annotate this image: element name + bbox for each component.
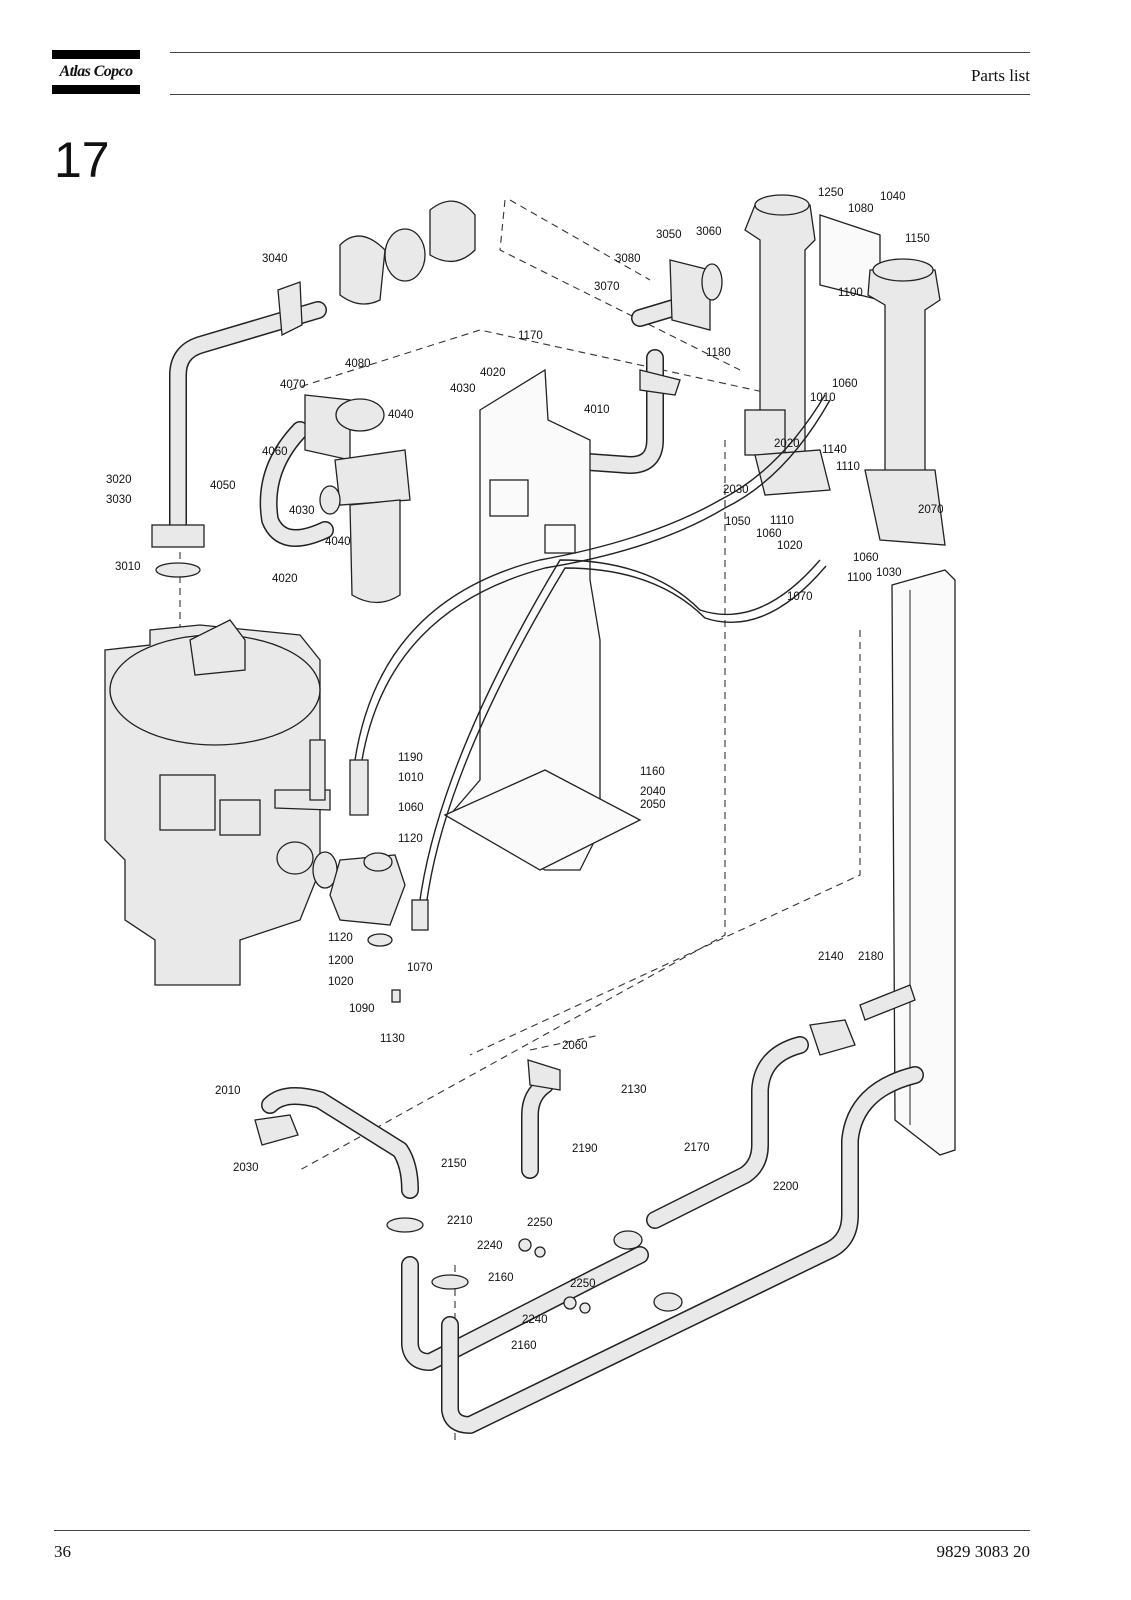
callout-1010-lower: 1010: [398, 772, 424, 784]
callout-1100: 1100: [838, 287, 863, 299]
pipe-4010: [551, 349, 681, 474]
callout-4070: 4070: [280, 379, 306, 391]
callout-2050: 2050: [640, 799, 666, 811]
callout-4080: 4080: [345, 358, 371, 370]
callout-1020-lower: 1020: [328, 976, 354, 988]
callout-2200: 2200: [773, 1181, 799, 1193]
document-number: 9829 3083 20: [936, 1542, 1031, 1561]
atlas-copco-logo: Atlas Copco: [52, 50, 140, 94]
section-number: 17: [54, 132, 110, 188]
callout-2250-lower: 2250: [570, 1278, 596, 1290]
callout-1120-lower: 1120: [328, 932, 353, 944]
callout-1060-right: 1060: [853, 552, 879, 564]
callout-3040: 3040: [262, 253, 288, 265]
header-rule-bottom: [170, 94, 1030, 95]
callout-1110: 1110: [836, 461, 860, 473]
manifold-1180: [744, 194, 831, 496]
callout-2060: 2060: [562, 1040, 588, 1052]
callout-2010: 2010: [215, 1085, 241, 1097]
callout-1020: 1020: [777, 540, 803, 552]
lower-piping: [254, 984, 924, 1434]
callout-1120: 1120: [398, 833, 423, 845]
header-title: Parts list: [970, 66, 1030, 85]
callout-2040: 2040: [640, 786, 666, 798]
callout-4030: 4030: [450, 383, 476, 395]
callout-2030: 2030: [723, 484, 749, 496]
callout-2070: 2070: [918, 504, 944, 516]
callout-4030-lower: 4030: [289, 505, 315, 517]
callout-3060: 3060: [696, 226, 722, 238]
outlet-pipe-3050: [631, 259, 723, 331]
footer-rule: [54, 1530, 1030, 1531]
callout-2130: 2130: [621, 1084, 647, 1096]
hose-lines: [354, 394, 831, 901]
logo-text: Atlas Copco: [59, 63, 134, 80]
callout-1160: 1160: [640, 766, 665, 778]
callout-3050: 3050: [656, 229, 682, 241]
filter-assembly: [259, 394, 411, 604]
callout-2210: 2210: [447, 1215, 473, 1227]
callout-2160-lower: 2160: [511, 1340, 537, 1352]
callout-labels: 1250 1080 1040 1150 3050 3060 3080 3070 …: [106, 187, 944, 1352]
logo-bottom-bar: [52, 85, 140, 94]
callout-1090: 1090: [349, 1003, 375, 1015]
callout-1070: 1070: [787, 591, 813, 603]
callout-2190: 2190: [572, 1143, 598, 1155]
frame-rail: [891, 569, 956, 1156]
callout-1040: 1040: [880, 191, 906, 203]
callout-1060-lower: 1060: [756, 528, 782, 540]
callout-2030-lower: 2030: [233, 1162, 259, 1174]
header-rule-top: [170, 52, 1030, 53]
callout-1010: 1010: [810, 392, 836, 404]
logo-top-bar: [52, 50, 140, 59]
callout-2140: 2140: [818, 951, 844, 963]
callout-1180: 1180: [706, 347, 731, 359]
callout-4050: 4050: [210, 480, 236, 492]
callout-4010: 4010: [584, 404, 610, 416]
callout-1250: 1250: [818, 187, 844, 199]
page-number: 36: [54, 1542, 71, 1561]
callout-4020-lower: 4020: [272, 573, 298, 585]
callout-1100-lower: 1100: [847, 572, 872, 584]
callout-1110-lower: 1110: [770, 515, 794, 527]
callout-1060: 1060: [832, 378, 858, 390]
callout-1060-vessel: 1060: [398, 802, 424, 814]
callout-2250: 2250: [527, 1217, 553, 1229]
callout-2160: 2160: [488, 1272, 514, 1284]
callout-4040-lower: 4040: [325, 536, 351, 548]
callout-1030: 1030: [876, 567, 902, 579]
callout-1200: 1200: [328, 955, 354, 967]
callout-1050: 1050: [725, 516, 751, 528]
callout-4040: 4040: [388, 409, 414, 421]
callout-3020: 3020: [106, 474, 132, 486]
callout-3070: 3070: [594, 281, 620, 293]
callout-2020: 2020: [774, 438, 800, 450]
callout-1080: 1080: [848, 203, 874, 215]
manifold-1150: [864, 258, 946, 546]
callout-3080: 3080: [615, 253, 641, 265]
callout-1070-lower: 1070: [407, 962, 433, 974]
pipe-3040: [151, 281, 327, 578]
callout-1140: 1140: [822, 444, 847, 456]
callout-2180: 2180: [858, 951, 884, 963]
separator-vessel: [104, 619, 338, 986]
drain-block: [329, 759, 429, 1003]
callout-3010: 3010: [115, 561, 141, 573]
callout-1170: 1170: [518, 330, 543, 342]
callout-2240-lower: 2240: [522, 1314, 548, 1326]
callout-4020: 4020: [480, 367, 506, 379]
callout-1190: 1190: [398, 752, 423, 764]
callout-3030: 3030: [106, 494, 132, 506]
callout-1150: 1150: [905, 233, 930, 245]
callout-4060: 4060: [262, 446, 288, 458]
callout-2240: 2240: [477, 1240, 503, 1252]
callout-2150: 2150: [441, 1158, 467, 1170]
callout-1130: 1130: [380, 1033, 405, 1045]
callout-2170: 2170: [684, 1142, 710, 1154]
panel-1170: [443, 368, 642, 871]
clamp-set-top: [339, 200, 476, 305]
